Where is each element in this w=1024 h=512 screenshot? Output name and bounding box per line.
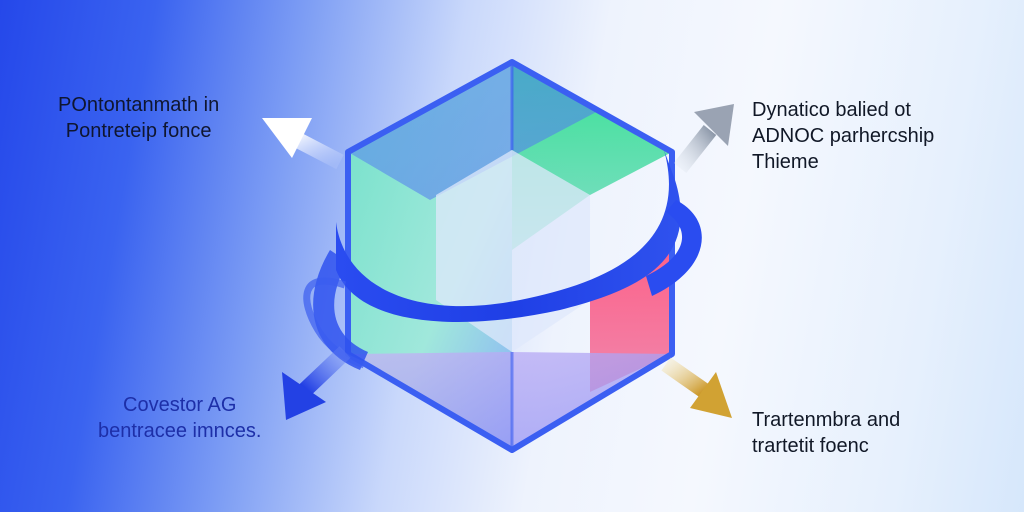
label-top-left-line-1: POntontanmath in <box>58 94 220 116</box>
label-bottom-left: Covestor AG bentracee imnces. <box>98 392 261 444</box>
label-top-right-line-1: Dynatico balied ot <box>752 99 911 121</box>
cube <box>345 59 675 453</box>
label-bottom-right-line-2: trartetit foenc <box>752 435 869 457</box>
label-bottom-left-line-2: bentracee imnces. <box>98 420 262 442</box>
label-top-left: POntontanmath in Pontreteip fonce <box>58 92 219 144</box>
arrow-down-right-icon <box>661 357 732 418</box>
cube-top-face <box>348 62 600 200</box>
label-bottom-right-line-1: Trartenmbra and <box>752 409 901 431</box>
arrow-down-left-icon <box>282 346 351 420</box>
ribbon-front <box>336 150 681 322</box>
ribbon-tail <box>646 200 702 296</box>
label-top-right-line-2: ADNOC parhercship <box>752 125 935 147</box>
arrow-up-right-icon <box>673 104 734 173</box>
label-bottom-left-line-1: Covestor AG <box>123 394 237 416</box>
label-top-left-line-2: Pontreteip fonce <box>65 120 212 142</box>
label-bottom-right: Trartenmbra and trartetit foenc <box>752 407 900 459</box>
label-top-right: Dynatico balied ot ADNOC parhercship Thi… <box>752 97 934 175</box>
cube-bottom-face <box>348 352 672 450</box>
label-top-right-line-3: Thieme <box>752 151 819 173</box>
arrow-up-left-icon <box>262 118 344 170</box>
